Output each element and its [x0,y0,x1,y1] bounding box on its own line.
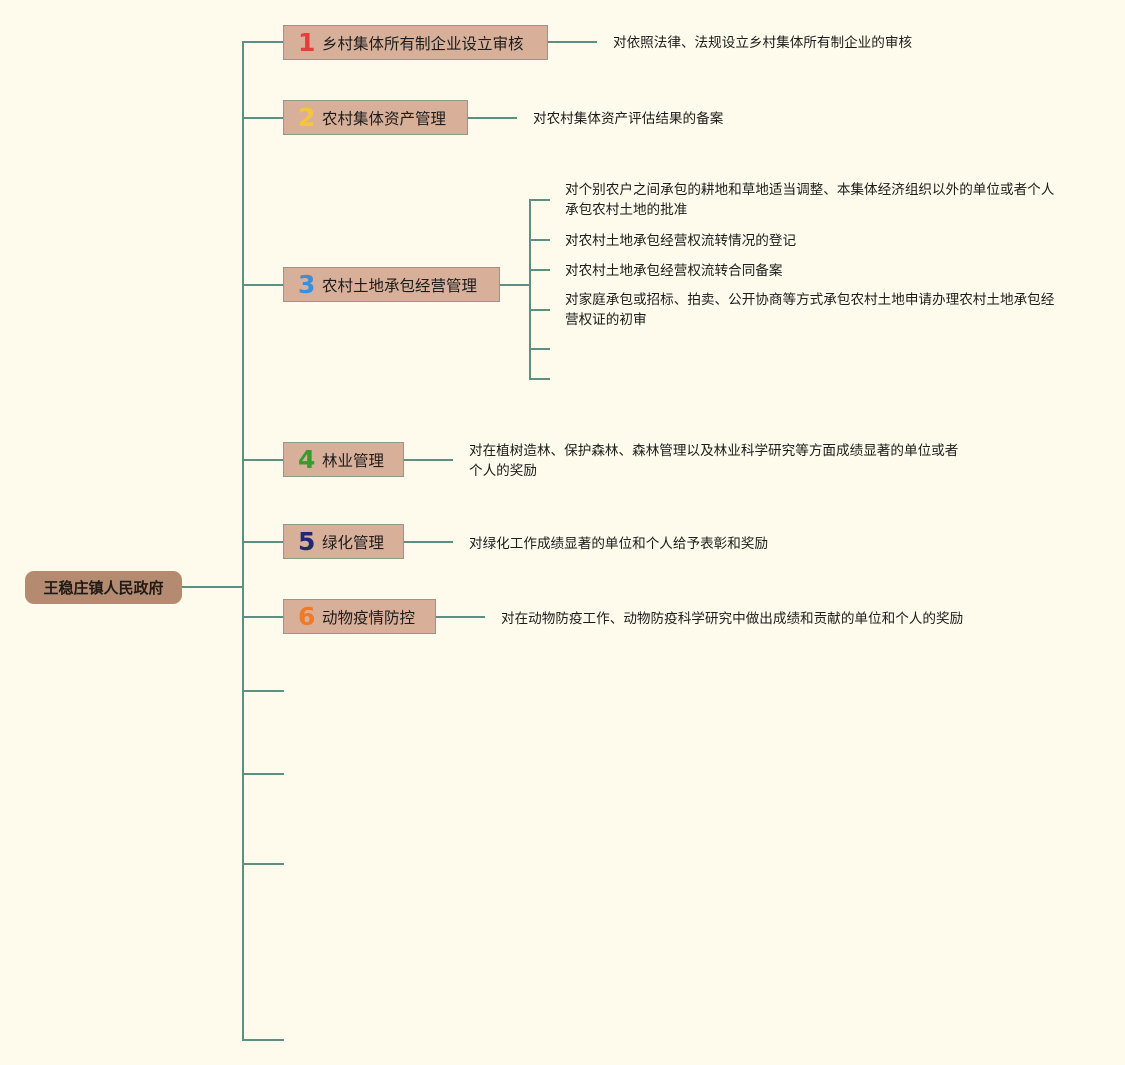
detail-tick-empty [529,348,550,350]
topic-node-1[interactable]: 1 乡村集体所有制企业设立审核 [283,25,548,60]
empty-branch-line [242,690,284,692]
detail-text-3c: 对农村土地承包经营权流转合同备案 [565,263,783,279]
topic-node-2[interactable]: 2 农村集体资产管理 [283,100,468,135]
branch-line-4 [242,459,284,461]
detail-connector-5 [404,541,453,543]
branch-line-1 [242,41,284,43]
empty-branch-line [242,1039,284,1041]
detail-tick-3b [529,239,550,241]
number-2-icon: 2 [298,103,316,132]
detail-tick-3a [529,199,550,201]
detail-text-4: 对在植树造林、保护森林、森林管理以及林业科学研究等方面成绩显著的单位或者个人的奖… [469,443,959,479]
detail-text-1: 对依照法律、法规设立乡村集体所有制企业的审核 [613,35,913,51]
topic-label: 绿化管理 [322,533,385,552]
empty-branch-line [242,773,284,775]
branch-line-6 [242,616,284,618]
branch-line-2 [242,117,284,119]
detail-text-2: 对农村集体资产评估结果的备案 [533,111,724,127]
topic-label: 农村集体资产管理 [322,109,447,128]
detail-text-3a: 对个别农户之间承包的耕地和草地适当调整、本集体经济组织以外的单位或者个人承包农村… [565,182,1055,218]
topic-label: 农村土地承包经营管理 [322,276,478,295]
detail-text-6: 对在动物防疫工作、动物防疫科学研究中做出成绩和贡献的单位和个人的奖励 [501,611,964,627]
root-label: 王稳庄镇人民政府 [43,579,164,597]
number-4-icon: 4 [298,445,316,474]
topic-label: 动物疫情防控 [322,608,416,627]
branch-line-3 [242,284,284,286]
detail-connector-1 [548,41,597,43]
number-1-icon: 1 [298,28,316,57]
topic-label: 林业管理 [322,451,385,470]
detail-connector-3 [500,284,530,286]
detail-tick-empty [529,378,550,380]
detail-connector-4 [404,459,453,461]
root-node[interactable]: 王稳庄镇人民政府 [25,571,182,604]
number-5-icon: 5 [298,527,316,556]
topic-node-6[interactable]: 6 动物疫情防控 [283,599,436,634]
topic-node-4[interactable]: 4 林业管理 [283,442,404,477]
number-3-icon: 3 [298,270,316,299]
detail-text-5: 对绿化工作成绩显著的单位和个人给予表彰和奖励 [469,536,769,552]
detail-text-3b: 对农村土地承包经营权流转情况的登记 [565,233,797,249]
topic-label: 乡村集体所有制企业设立审核 [322,34,524,53]
detail-trunk-3 [529,199,531,380]
detail-tick-3d [529,309,550,311]
topic-node-5[interactable]: 5 绿化管理 [283,524,404,559]
empty-branch-line [242,863,284,865]
topic-node-3[interactable]: 3 农村土地承包经营管理 [283,267,500,302]
detail-connector-2 [468,117,517,119]
detail-tick-3c [529,269,550,271]
detail-text-3d: 对家庭承包或招标、拍卖、公开协商等方式承包农村土地申请办理农村土地承包经营权证的… [565,292,1055,328]
number-6-icon: 6 [298,602,316,631]
detail-connector-6 [436,616,485,618]
branch-line-5 [242,541,284,543]
root-connector [182,586,243,588]
